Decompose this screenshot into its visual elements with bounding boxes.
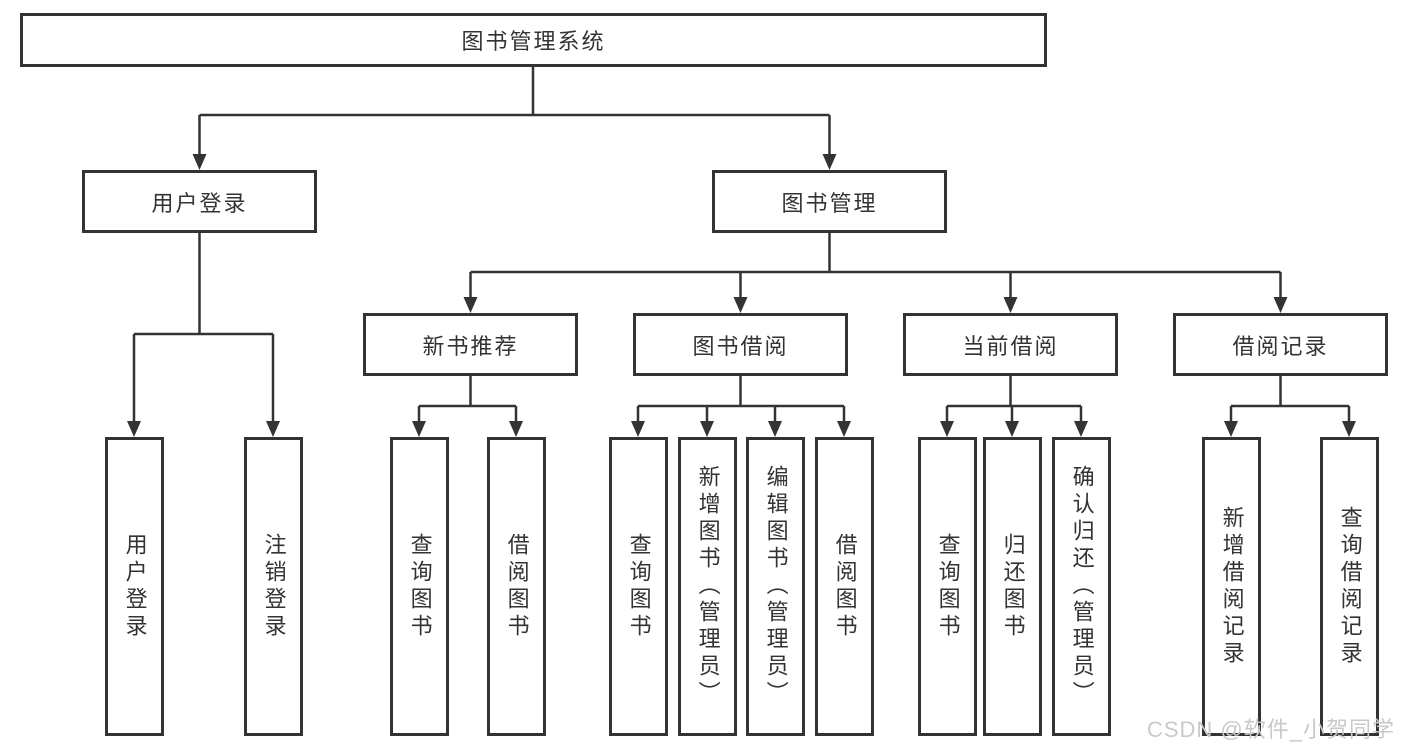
leaf-user-login-label: 用户登录	[122, 532, 148, 641]
arrowhead-down-icon	[1224, 421, 1238, 437]
node-current-borrowing-label: 当前借阅	[962, 333, 1059, 359]
arrowhead-down-icon	[127, 421, 141, 437]
connector-borrowrecords-to-leaves	[1229, 376, 1351, 423]
leaf-logout: 注销登录	[244, 437, 303, 736]
arrowhead-down-icon	[1005, 421, 1019, 437]
arrowhead-down-icon	[509, 421, 523, 437]
leaf-br-query-record: 查询借阅记录	[1320, 437, 1379, 736]
node-new-book-recommend: 新书推荐	[363, 313, 578, 376]
csdn-watermark: CSDN @软件_小贺同学	[1146, 717, 1395, 742]
leaf-bb-edit-books-admin: 编辑图书（管理员）	[746, 437, 805, 736]
node-book-management: 图书管理	[712, 170, 947, 233]
leaf-bb-edit-books-admin-label: 编辑图书（管理员）	[763, 465, 789, 708]
arrowhead-down-icon	[463, 297, 478, 313]
connector-bookmgmt-to-level3	[469, 233, 1282, 299]
leaf-cb-query-books-label: 查询图书	[935, 532, 961, 641]
leaf-nbr-query-books-label: 查询图书	[407, 532, 433, 641]
leaf-nbr-borrow-books: 借阅图书	[487, 437, 546, 736]
connector-userlogin-to-leaves	[132, 233, 275, 423]
arrowhead-down-icon	[1074, 421, 1088, 437]
node-borrow-records-label: 借阅记录	[1232, 333, 1329, 359]
arrowhead-down-icon	[940, 421, 954, 437]
node-current-borrowing: 当前借阅	[903, 313, 1118, 376]
leaf-bb-add-books-admin-label: 新增图书（管理员）	[695, 465, 721, 708]
leaf-cb-return-books-label: 归还图书	[1000, 532, 1026, 641]
arrowhead-down-icon	[837, 421, 851, 437]
leaf-br-query-record-label: 查询借阅记录	[1337, 505, 1363, 668]
arrowhead-down-icon	[631, 421, 645, 437]
connector-bookborrow-to-leaves	[636, 376, 846, 423]
connector-currentborrow-to-leaves	[945, 376, 1083, 423]
leaf-cb-confirm-return-admin-label: 确认归还（管理员）	[1069, 465, 1095, 708]
leaf-bb-query-books-label: 查询图书	[626, 532, 652, 641]
connector-root-to-level2	[198, 67, 831, 156]
leaf-user-login: 用户登录	[105, 437, 164, 736]
node-user-login-label: 用户登录	[151, 190, 248, 216]
arrowhead-down-icon	[700, 421, 714, 437]
arrowhead-down-icon	[733, 297, 748, 313]
leaf-bb-borrow-books-label: 借阅图书	[832, 532, 858, 641]
arrowhead-down-icon	[1273, 297, 1288, 313]
arrowhead-down-icon	[412, 421, 426, 437]
leaf-cb-query-books: 查询图书	[918, 437, 977, 736]
node-library-system-label: 图书管理系统	[461, 29, 606, 54]
arrowhead-down-icon	[1003, 297, 1018, 313]
leaf-bb-add-books-admin: 新增图书（管理员）	[678, 437, 737, 736]
node-book-borrowing: 图书借阅	[633, 313, 848, 376]
connector-newbookrec-to-leaves	[417, 376, 518, 423]
arrowhead-down-icon	[768, 421, 782, 437]
leaf-br-add-record-label: 新增借阅记录	[1219, 505, 1245, 668]
node-book-management-label: 图书管理	[781, 190, 878, 216]
node-book-borrowing-label: 图书借阅	[692, 333, 789, 359]
arrowhead-down-icon	[1342, 421, 1356, 437]
node-library-system: 图书管理系统	[20, 13, 1047, 67]
arrowhead-down-icon	[192, 154, 207, 170]
leaf-logout-label: 注销登录	[261, 532, 287, 641]
leaf-nbr-borrow-books-label: 借阅图书	[504, 532, 530, 641]
node-new-book-recommend-label: 新书推荐	[422, 333, 519, 359]
leaf-cb-confirm-return-admin: 确认归还（管理员）	[1052, 437, 1111, 736]
arrowhead-down-icon	[266, 421, 280, 437]
leaf-nbr-query-books: 查询图书	[390, 437, 449, 736]
leaf-bb-borrow-books: 借阅图书	[815, 437, 874, 736]
leaf-cb-return-books: 归还图书	[983, 437, 1042, 736]
arrowhead-down-icon	[822, 154, 837, 170]
leaf-bb-query-books: 查询图书	[609, 437, 668, 736]
node-user-login: 用户登录	[82, 170, 317, 233]
leaf-br-add-record: 新增借阅记录	[1202, 437, 1261, 736]
node-borrow-records: 借阅记录	[1173, 313, 1388, 376]
